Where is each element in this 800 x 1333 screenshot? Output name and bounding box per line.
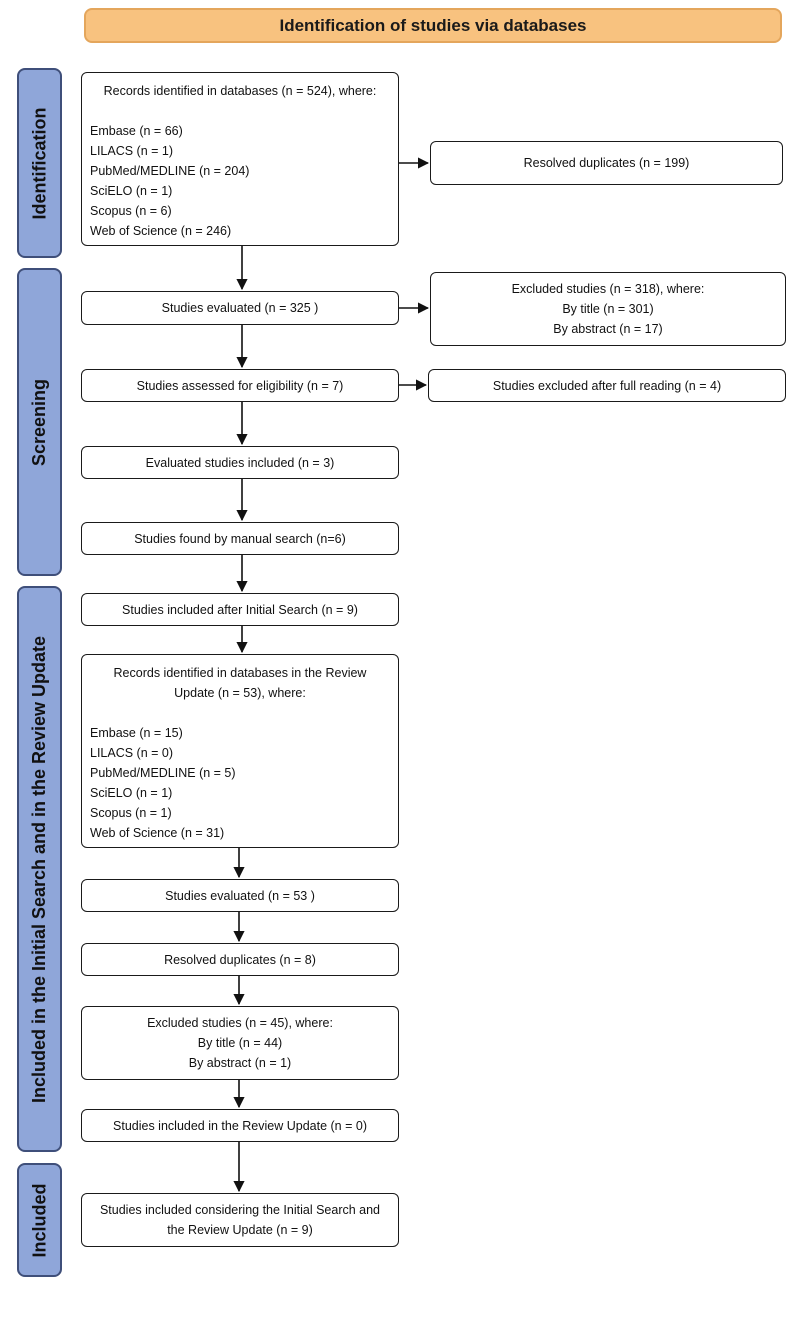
records-initial-item: Scopus (n = 6)	[90, 204, 172, 218]
records-initial-box: Records identified in databases (n = 524…	[81, 72, 399, 246]
excluded-full-reading-box: Studies excluded after full reading (n =…	[428, 369, 786, 402]
studies-evaluated-initial-box: Studies evaluated (n = 325 )	[81, 291, 399, 325]
phase-screening: Screening	[17, 268, 62, 576]
records-initial-heading: Records identified in databases (n = 524…	[103, 84, 377, 98]
resolved-duplicates-initial-box: Resolved duplicates (n = 199)	[430, 141, 783, 185]
resolved-duplicates-update-box: Resolved duplicates (n = 8)	[81, 943, 399, 976]
manual-search-box: Studies found by manual search (n=6)	[81, 522, 399, 555]
phase-included: Included	[17, 1163, 62, 1277]
records-update-item: LILACS (n = 0)	[90, 746, 174, 760]
records-update-box: Records identified in databases in the R…	[81, 654, 399, 848]
included-final-line1: Studies included considering the Initial…	[99, 1203, 381, 1217]
included-after-initial-box: Studies included after Initial Search (n…	[81, 593, 399, 626]
evaluated-included-box: Evaluated studies included (n = 3)	[81, 446, 399, 479]
records-update-item: Embase (n = 15)	[90, 726, 183, 740]
excluded-update-heading: Excluded studies (n = 45), where:	[147, 1016, 333, 1030]
excluded-update-item: By abstract (n = 1)	[188, 1056, 292, 1070]
records-initial-item: Embase (n = 66)	[90, 124, 183, 138]
records-update-heading-line1: Records identified in databases in the R…	[113, 666, 367, 680]
diagram-header: Identification of studies via databases	[84, 8, 782, 43]
records-initial-item: PubMed/MEDLINE (n = 204)	[90, 164, 250, 178]
studies-evaluated-update-box: Studies evaluated (n = 53 )	[81, 879, 399, 912]
phase-included-initial-update: Included in the Initial Search and in th…	[17, 586, 62, 1152]
records-update-heading-line2: Update (n = 53), where:	[174, 686, 306, 700]
included-final-box: Studies included considering the Initial…	[81, 1193, 399, 1247]
records-update-item: Web of Science (n = 31)	[90, 826, 225, 840]
records-initial-item: LILACS (n = 1)	[90, 144, 174, 158]
excluded-update-box: Excluded studies (n = 45), where: By tit…	[81, 1006, 399, 1080]
records-initial-item: Web of Science (n = 246)	[90, 224, 232, 238]
excluded-initial-item: By abstract (n = 17)	[553, 322, 663, 336]
excluded-initial-box: Excluded studies (n = 318), where: By ti…	[430, 272, 786, 346]
included-update-box: Studies included in the Review Update (n…	[81, 1109, 399, 1142]
records-update-item: SciELO (n = 1)	[90, 786, 173, 800]
excluded-initial-heading: Excluded studies (n = 318), where:	[511, 282, 705, 296]
records-update-item: PubMed/MEDLINE (n = 5)	[90, 766, 236, 780]
excluded-update-item: By title (n = 44)	[197, 1036, 283, 1050]
records-update-item: Scopus (n = 1)	[90, 806, 172, 820]
assessed-eligibility-box: Studies assessed for eligibility (n = 7)	[81, 369, 399, 402]
excluded-initial-item: By title (n = 301)	[562, 302, 654, 316]
phase-identification: Identification	[17, 68, 62, 258]
included-final-line2: the Review Update (n = 9)	[167, 1223, 313, 1237]
records-initial-item: SciELO (n = 1)	[90, 184, 173, 198]
